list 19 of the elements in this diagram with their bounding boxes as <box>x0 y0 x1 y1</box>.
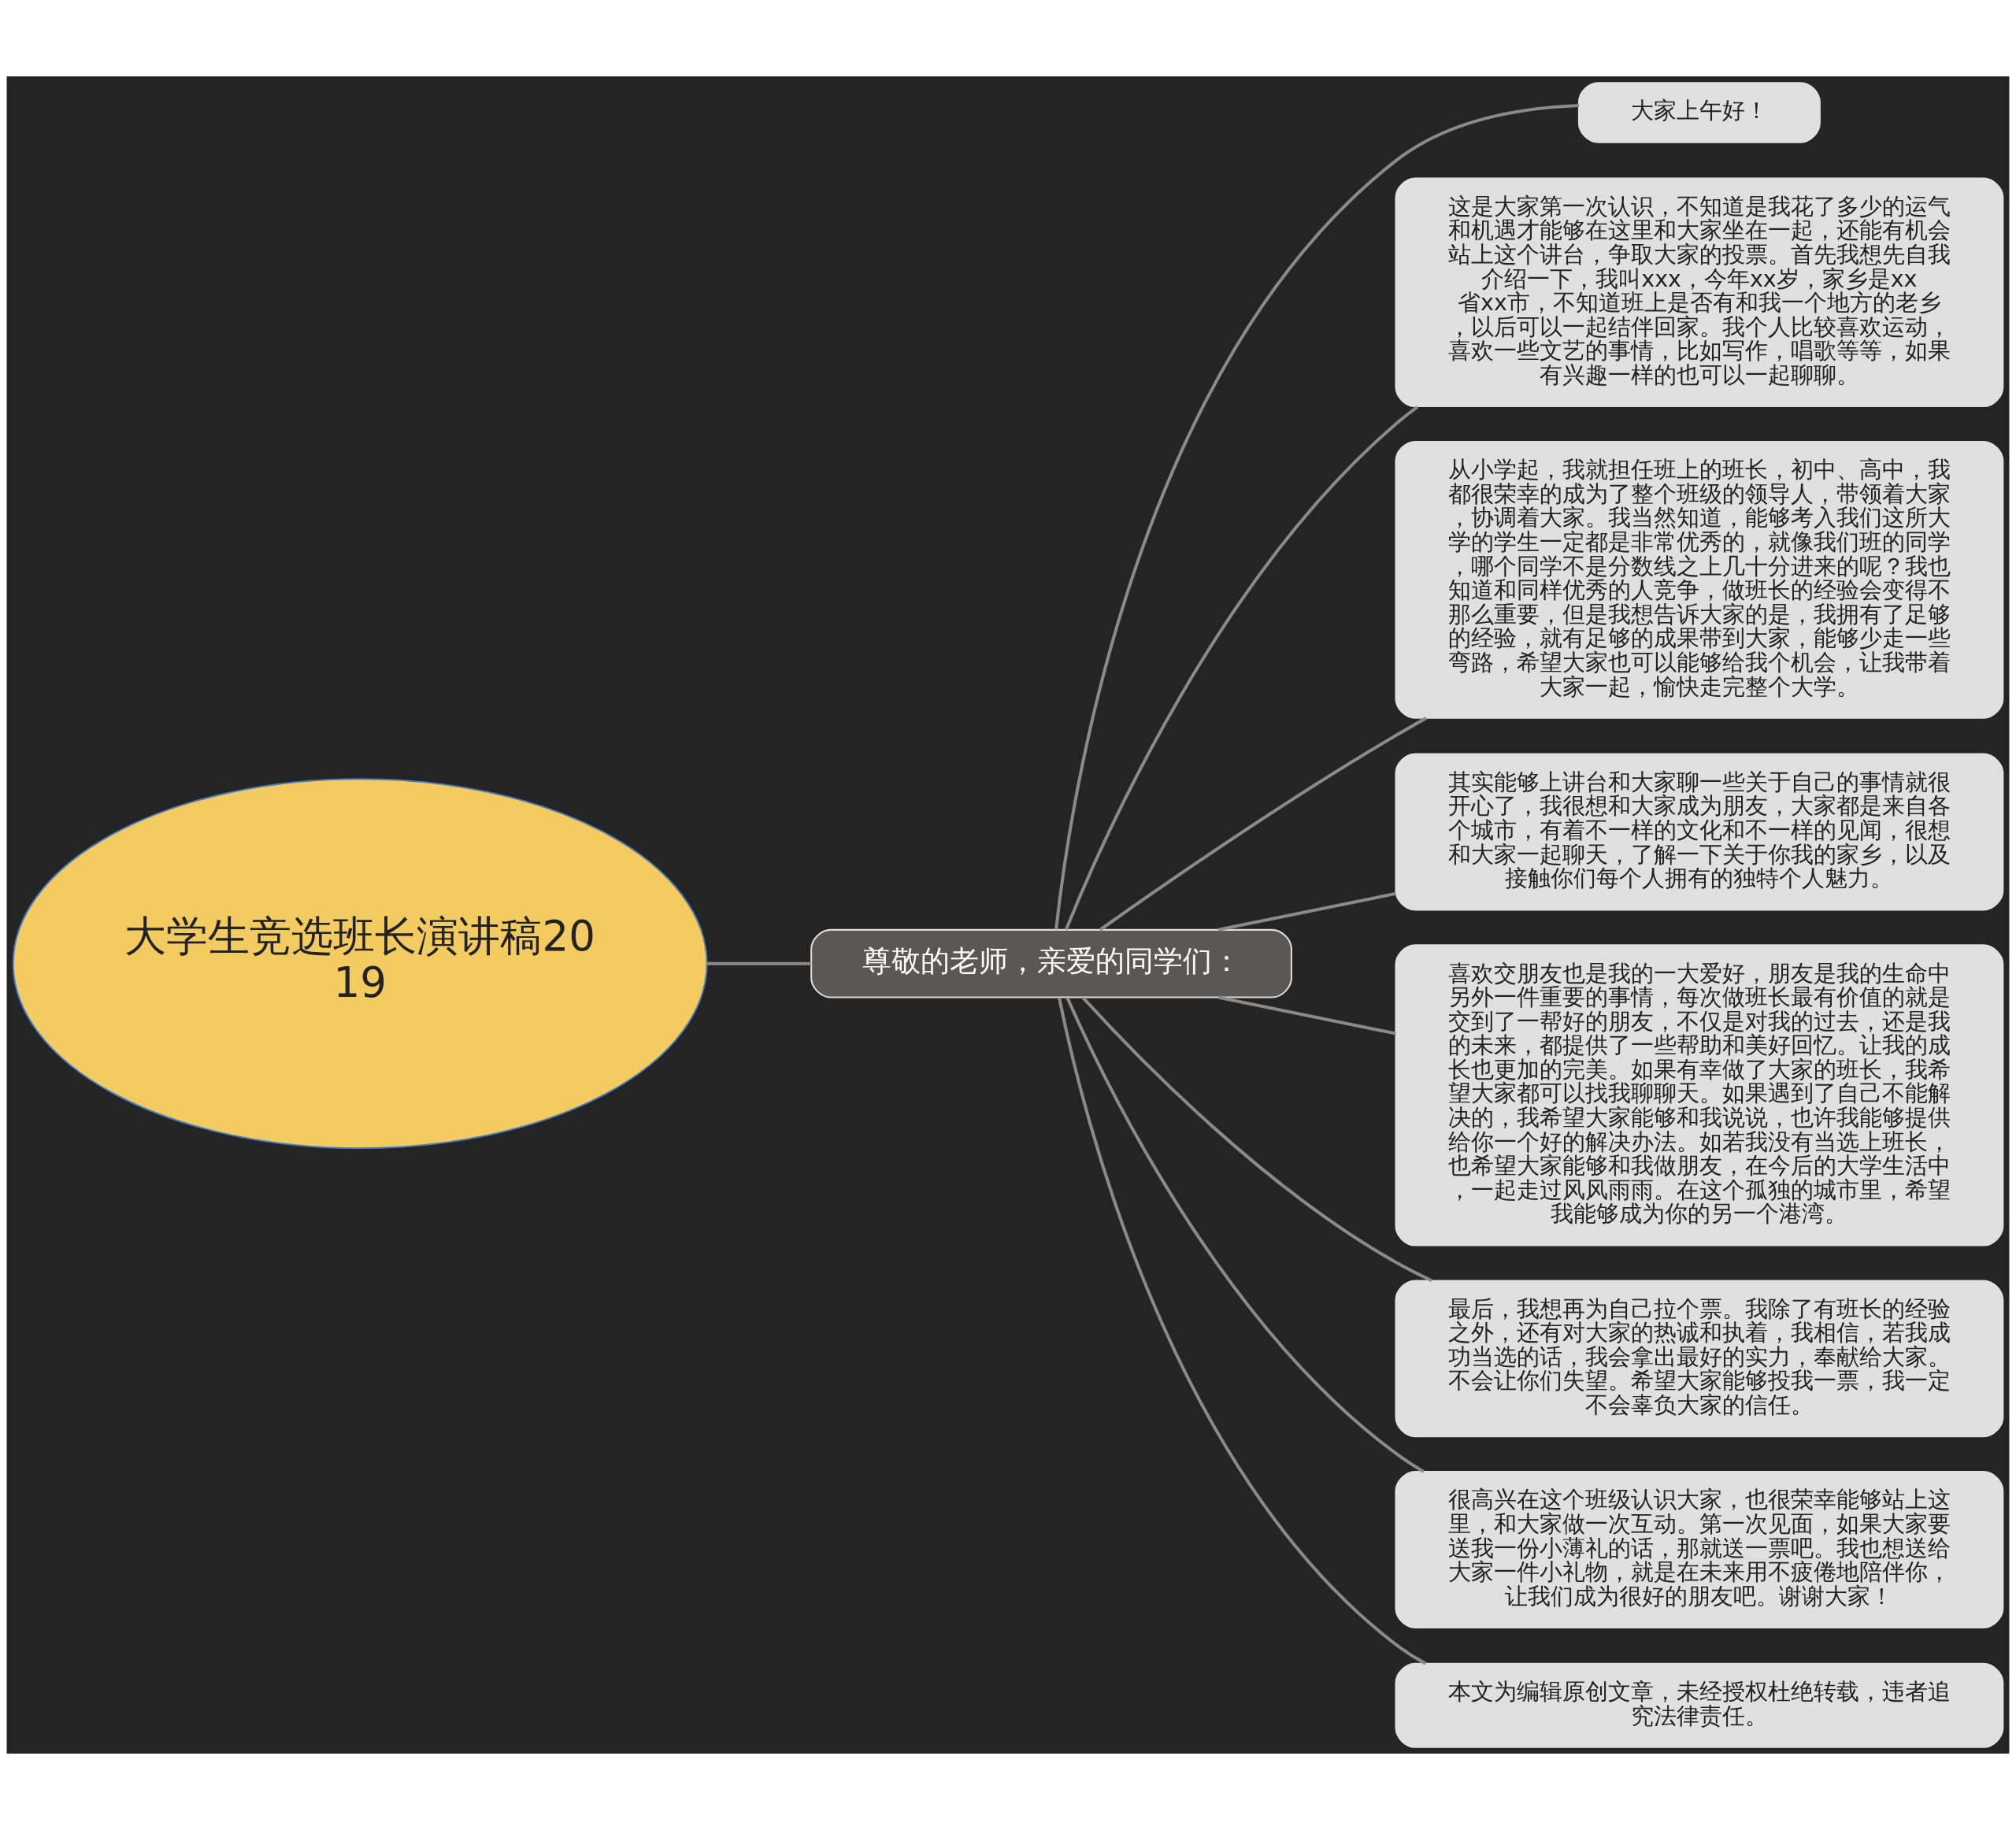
connector <box>1081 996 1432 1283</box>
connector <box>1217 891 1396 932</box>
node-ellipse: 大学生竞选班长演讲稿2019 <box>12 778 708 1150</box>
connector <box>1064 406 1419 931</box>
node-box: 最后，我想再为自己拉个票。我除了有班长的经验之外，还有对大家的热诚和执着，我相信，若我成功当选的话，我会拿出最好的实力，奉献给大家。不会让你们失望。希望大家能够投我一票，我一定不会辜负大家的信任。 <box>1395 1280 2004 1438</box>
node-box: 大家上午好！ <box>1577 82 1821 143</box>
connector <box>1065 997 1425 1473</box>
node-box: 尊敬的老师，亲爱的同学们： <box>810 928 1292 998</box>
node-box: 其实能够上讲台和大家聊一些关于自己的事情就很开心了，我很想和大家成为朋友，大家都是来自各个城市，有着不一样的文化和不一样的见闻，很想和大家一起聊天，了解一下关于你我的家乡，以及接触你们每个人拥有的独特个人魅力。 <box>1395 753 2004 911</box>
connector <box>1217 995 1396 1035</box>
connector <box>1099 717 1428 932</box>
connector <box>1054 103 1580 930</box>
node-box: 很高兴在这个班级认识大家，也很荣幸能够站上这里，和大家做一次互动。第一次见面，如果大家要送我一份小薄礼的话，那就送一票吧。我也想送给大家一件小礼物，就是在未来用不疲倦地陪伴你，让我们成为很好的朋友吧。谢谢大家！ <box>1395 1471 2004 1628</box>
node-box: 本文为编辑原创文章，未经授权杜绝转载，违者追究法律责任。 <box>1395 1662 2004 1748</box>
node-box: 这是大家第一次认识，不知道是我花了多少的运气和机遇才能够在这里和大家坐在一起，还能有机会站上这个讲台，争取大家的投票。首先我想先自我介绍一下，我叫xxx，今年xx岁，家乡是xx省xx市，不知道班上是否有和我一个地方的老乡，以后可以一起结伴回家。我个人比较喜欢运动，喜欢一些文艺的事情，比如写作，唱歌等等，如果有兴趣一样的也可以一起聊聊。 <box>1395 177 2004 408</box>
node-box: 从小学起，我就担任班上的班长，初中、高中，我都很荣幸的成为了整个班级的领导人，带领着大家，协调着大家。我当然知道，能够考入我们这所大学的学生一定都是非常优秀的，就像我们班的同学，哪个同学不是分数线之上几十分进来的呢？我也知道和同样优秀的人竞争，做班长的经验会变得不那么重要，但是我想告诉大家的是，我拥有了足够的经验，就有足够的成果带到大家，能够少走一些弯路，希望大家也可以能够给我个机会，让我带着大家一起，愉快走完整个大学。 <box>1395 440 2004 719</box>
connector <box>1058 997 1427 1665</box>
connector <box>707 961 812 965</box>
node-box: 喜欢交朋友也是我的一大爱好，朋友是我的生命中另外一件重要的事情，每次做班长最有价值的就是交到了一帮好的朋友，不仅是对我的过去，还是我的未来，都提供了一些帮助和美好回忆。让我的成长也更加的完美。如果有幸做了大家的班长，我希望大家都可以找我聊聊天。如果遇到了自己不能解决的，我希望大家能够和我说说，也许我能够提供给你一个好的解决办法。如若我没有当选上班长，也希望大家能够和我做朋友，在今后的大学生活中，一起走过风风雨雨。在这个孤独的城市里，希望我能够成为你的另一个港湾。 <box>1395 944 2004 1247</box>
